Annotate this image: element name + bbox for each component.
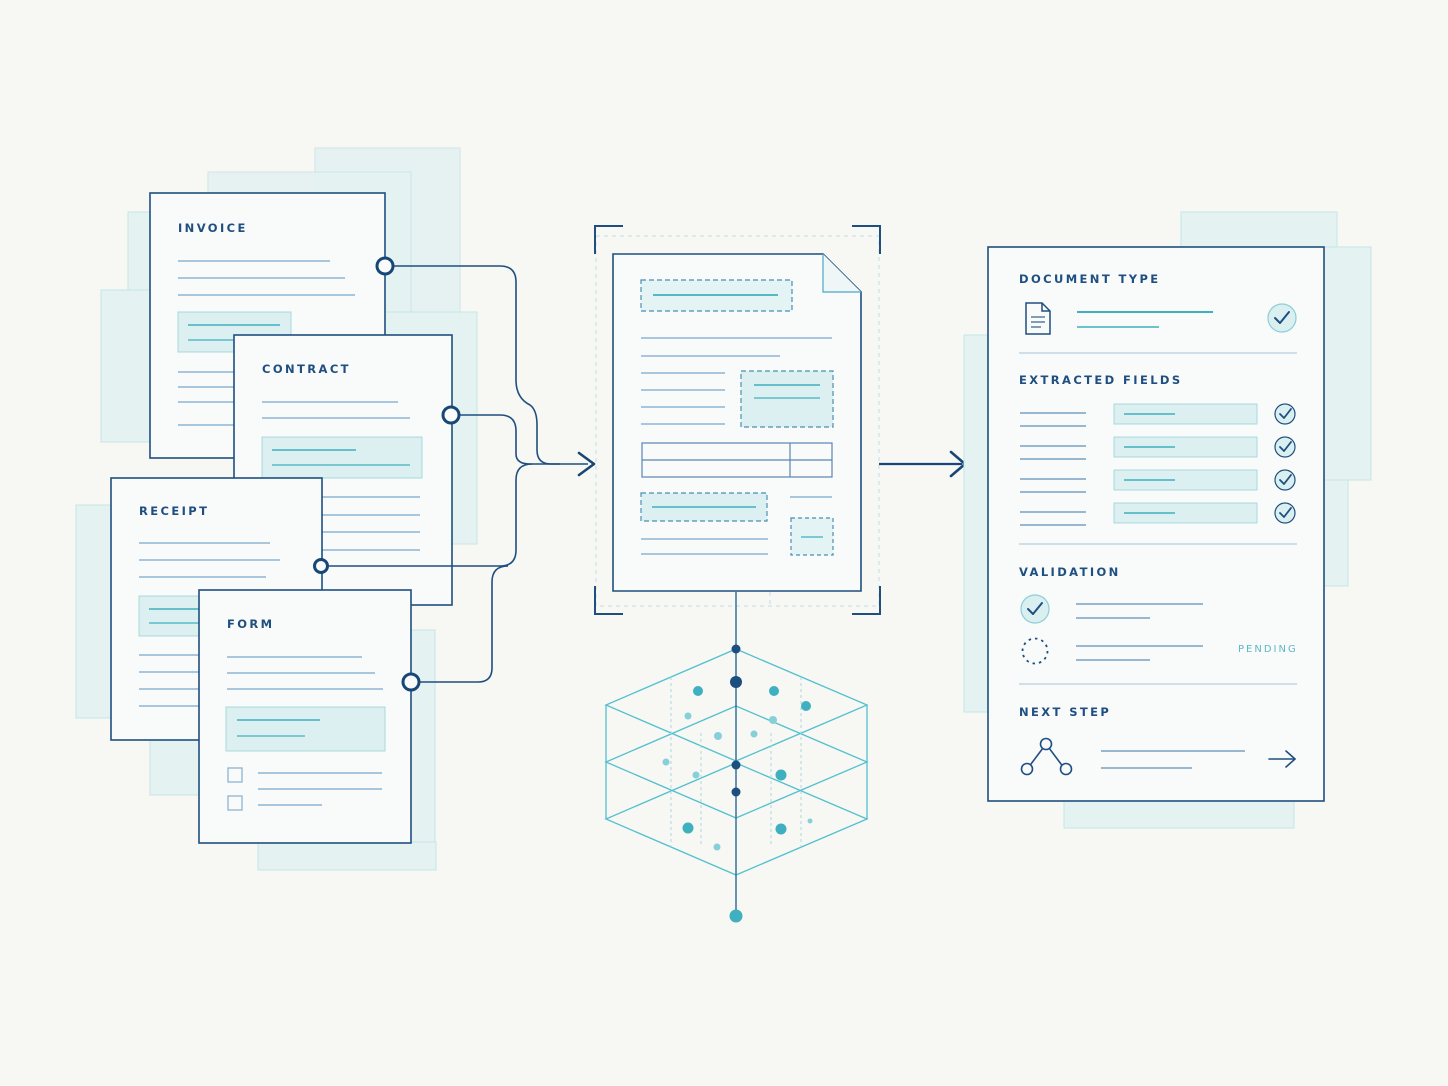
- extracted-field-row: [1020, 469, 1296, 493]
- scan-frame: [594, 225, 881, 640]
- check-circle-icon: [1020, 594, 1050, 624]
- validation-title: VALIDATION: [1019, 565, 1121, 579]
- document-icon: [1025, 302, 1051, 335]
- contract-label: CONTRACT: [262, 362, 351, 376]
- form-label: FORM: [227, 617, 275, 631]
- next-step-title: NEXT STEP: [1019, 705, 1111, 719]
- output-panel: DOCUMENT TYPE EXTRACTED FIELDS: [963, 211, 1372, 829]
- check-circle-icon: [1274, 403, 1296, 425]
- extracted-field-row: [1020, 403, 1296, 427]
- connector-nodes: [313, 256, 461, 692]
- check-circle-icon: [1274, 436, 1296, 458]
- workflow-nodes-icon: [1020, 737, 1073, 776]
- checkbox-icon: [227, 767, 243, 783]
- extracted-field-row: [1020, 436, 1296, 460]
- arrow-right-icon[interactable]: [1268, 750, 1296, 768]
- arrow-right-icon: [577, 451, 596, 477]
- dashed-circle-icon: [1021, 637, 1049, 665]
- input-documents: INVOICE CONTRACT: [75, 147, 478, 871]
- check-circle-icon: [1274, 469, 1296, 491]
- check-circle-icon: [1267, 303, 1297, 333]
- invoice-label: INVOICE: [178, 221, 248, 235]
- connectors: [329, 265, 588, 683]
- receipt-label: RECEIPT: [139, 504, 209, 518]
- result-card: [987, 246, 1325, 802]
- form-document: FORM: [198, 589, 412, 844]
- processing-layers: [604, 592, 869, 923]
- next-step-section: NEXT STEP: [1019, 705, 1296, 776]
- extracted-fields-title: EXTRACTED FIELDS: [1019, 373, 1183, 387]
- check-circle-icon: [1274, 502, 1296, 524]
- extracted-field-row: [1020, 502, 1296, 526]
- validation-section: VALIDATION PENDING: [1019, 565, 1298, 685]
- extracted-fields-section: EXTRACTED FIELDS: [1019, 373, 1297, 545]
- pending-status: PENDING: [1238, 644, 1298, 655]
- checkbox-icon: [227, 795, 243, 811]
- document-type-section: DOCUMENT TYPE: [1019, 272, 1297, 354]
- document-type-title: DOCUMENT TYPE: [1019, 272, 1161, 286]
